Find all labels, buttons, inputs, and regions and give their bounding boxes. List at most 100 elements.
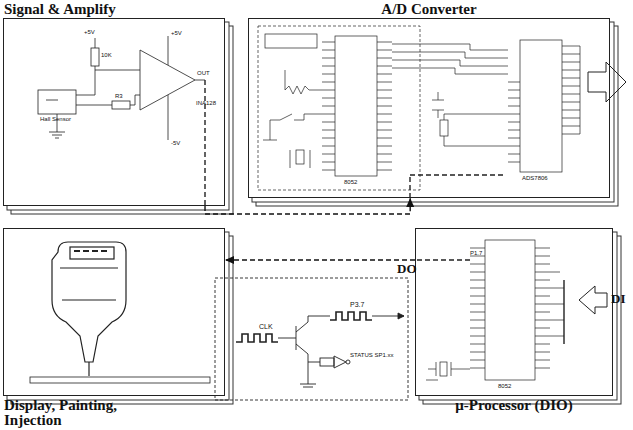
adc-schematic-part bbox=[290, 150, 291, 168]
amplifier-schematic-part bbox=[130, 105, 135, 106]
panel-box: Display, Painting, Injection bbox=[3, 228, 225, 396]
clock-circuit-part bbox=[308, 354, 309, 384]
panel-heading: A/D Converter bbox=[249, 2, 609, 17]
clock-circuit-part bbox=[330, 312, 372, 320]
adc-schematic bbox=[258, 26, 626, 190]
microcontroller-schematic-part bbox=[426, 380, 438, 381]
handheld-device-part bbox=[70, 247, 114, 259]
clock-circuit-part bbox=[372, 316, 404, 317]
signal-wire-part bbox=[409, 175, 410, 198]
adc-schematic-part bbox=[265, 34, 317, 48]
clock-circuit bbox=[215, 278, 408, 400]
amplifier-schematic-part bbox=[95, 38, 96, 48]
amplifier-schematic-part bbox=[135, 95, 140, 96]
clock-circuit-part bbox=[320, 358, 334, 366]
handheld-device-part bbox=[62, 299, 116, 300]
handheld-device-part bbox=[30, 377, 210, 383]
amplifier-schematic-part bbox=[49, 132, 65, 133]
microcontroller-schematic-part bbox=[550, 272, 564, 336]
handheld-device-part bbox=[60, 267, 118, 268]
handheld-device bbox=[30, 242, 210, 383]
adc-schematic-part bbox=[440, 120, 448, 136]
clock-circuit-part bbox=[296, 322, 308, 332]
handheld-device-part bbox=[52, 242, 126, 362]
handheld-device-part bbox=[88, 362, 89, 376]
arrow-head bbox=[406, 198, 414, 207]
panel-box: Signal & Amplify bbox=[3, 18, 225, 206]
signal-wire bbox=[204, 80, 205, 206]
clock-circuit-part bbox=[300, 384, 316, 385]
clock-circuit-part bbox=[308, 316, 330, 317]
microcontroller-schematic-part bbox=[579, 286, 607, 314]
adc-schematic-part bbox=[296, 150, 304, 164]
amplifier-schematic-part bbox=[168, 95, 169, 140]
clock-circuit-part bbox=[308, 362, 320, 363]
adc-schematic-part bbox=[588, 62, 626, 102]
clock-circuit-part bbox=[398, 313, 404, 319]
microcontroller-schematic bbox=[426, 240, 607, 380]
adc-schematic-part bbox=[508, 82, 520, 162]
signal-wire-part bbox=[204, 80, 205, 206]
clock-circuit-part bbox=[296, 344, 308, 354]
adc-schematic-part bbox=[270, 114, 322, 120]
clock-circuit-part bbox=[334, 356, 346, 368]
signal-connector bbox=[205, 198, 414, 214]
adc-schematic-part bbox=[432, 92, 444, 118]
microcontroller-schematic-part bbox=[428, 362, 470, 376]
adc-schematic-part bbox=[285, 70, 286, 90]
adc-schematic-part bbox=[562, 46, 580, 134]
amplifier-schematic-part bbox=[140, 50, 195, 110]
adc-schematic-part bbox=[258, 26, 420, 190]
amplifier-schematic-part bbox=[135, 95, 136, 105]
signal-name: DO bbox=[397, 262, 417, 276]
adc-schematic-part bbox=[444, 114, 508, 146]
amplifier-schematic-part bbox=[168, 36, 169, 65]
amplifier-schematic-part bbox=[76, 95, 95, 96]
panel-heading: Display, Painting, Injection bbox=[4, 398, 154, 428]
amplifier-schematic-part bbox=[76, 105, 112, 106]
signal-wire-part bbox=[410, 174, 505, 175]
pin-label: STATUS SP1.xx bbox=[350, 352, 393, 359]
signal-wire-part bbox=[415, 259, 470, 260]
clock-circuit-part bbox=[278, 338, 296, 339]
adc-schematic-part bbox=[580, 46, 581, 134]
amplifier-schematic-part bbox=[112, 101, 130, 109]
clock-circuit-part bbox=[296, 326, 297, 350]
adc-schematic-part bbox=[270, 120, 271, 140]
amplifier-schematic-part bbox=[195, 80, 205, 81]
clock-circuit-part bbox=[215, 278, 408, 400]
signal-connector bbox=[225, 256, 415, 264]
handheld-device-part bbox=[74, 250, 107, 252]
amplifier-schematic-part bbox=[91, 48, 99, 66]
amplifier-schematic-part bbox=[95, 70, 140, 71]
amplifier-schematic-part bbox=[55, 138, 59, 139]
arrow-head bbox=[225, 256, 234, 264]
clock-circuit-part bbox=[308, 316, 309, 322]
signal-name: DI bbox=[611, 292, 625, 306]
dashed-signal-line bbox=[205, 198, 410, 214]
amplifier-schematic-part bbox=[57, 114, 58, 132]
adc-schematic-part bbox=[377, 42, 392, 170]
microcontroller-schematic-part bbox=[563, 280, 564, 344]
adc-schematic-part bbox=[310, 150, 311, 168]
amplifier-schematic-part bbox=[46, 100, 58, 101]
clock-circuit-part bbox=[346, 360, 350, 364]
adc-schematic-part bbox=[285, 86, 322, 94]
microcontroller-schematic-part bbox=[440, 362, 447, 376]
clock-circuit-part bbox=[236, 334, 278, 342]
amplifier-schematic-part bbox=[38, 90, 76, 114]
amplifier-schematic-part bbox=[52, 135, 62, 136]
amplifier-schematic-part bbox=[95, 66, 96, 95]
microcontroller-schematic-part bbox=[485, 240, 535, 380]
panel-box: A/D Converter bbox=[248, 18, 610, 198]
panel-box: μ-Processor (DIO) bbox=[415, 228, 613, 396]
microcontroller-schematic-part bbox=[535, 248, 550, 368]
adc-schematic-part bbox=[322, 42, 335, 170]
clock-circuit-part bbox=[303, 387, 313, 388]
pin-label: P3.7 bbox=[350, 301, 364, 309]
signal-wire bbox=[410, 175, 505, 260]
adc-schematic-part bbox=[263, 140, 277, 141]
adc-schematic-part bbox=[392, 44, 508, 74]
adc-schematic-part bbox=[335, 36, 377, 176]
